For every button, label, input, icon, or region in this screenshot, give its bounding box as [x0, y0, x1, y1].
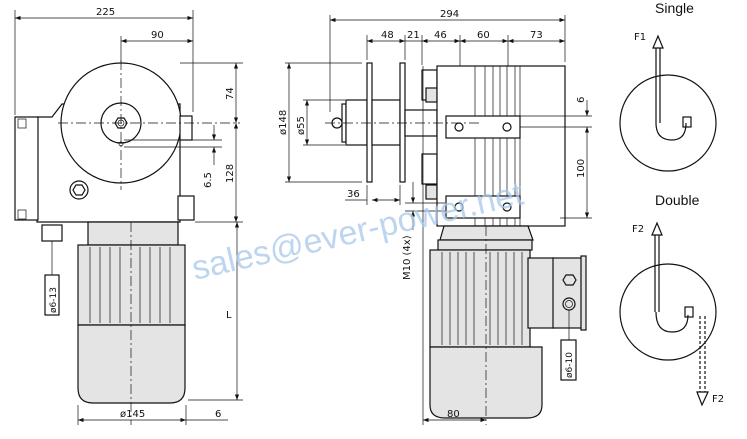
- dim-100: 100: [576, 159, 587, 178]
- dim-74: 74: [225, 87, 236, 100]
- middle-view: 294 48 21 46 60 73: [278, 9, 592, 425]
- single-force: F1: [634, 32, 646, 43]
- dim-294: 294: [440, 9, 459, 20]
- fan-cover: [429, 346, 543, 419]
- motor-body: [77, 244, 186, 326]
- dim-73: 73: [530, 30, 543, 41]
- left-flange: [14, 116, 39, 221]
- dim-60: 60: [477, 30, 490, 41]
- dim-6-top: 6: [576, 97, 587, 103]
- left-view: 225 90 74 128 6.5: [14, 7, 243, 425]
- cable-gland: [41, 224, 63, 242]
- dim-21: 21: [407, 30, 420, 41]
- double-title: Double: [655, 192, 700, 208]
- motor-body: [429, 249, 531, 348]
- arrow-up-icon: [651, 221, 663, 236]
- dim-36: 36: [347, 189, 360, 200]
- dim-L: L: [226, 310, 232, 321]
- hub: [345, 99, 368, 146]
- dim-148: ø148: [278, 110, 289, 135]
- rope-plate-right: [399, 62, 406, 183]
- double-force-top: F2: [632, 224, 644, 235]
- cable-gland-label: ø6-10: [565, 352, 575, 378]
- dim-48: 48: [381, 30, 394, 41]
- dim-128: 128: [225, 164, 236, 183]
- single-title: Single: [655, 0, 694, 16]
- dim-46: 46: [434, 30, 447, 41]
- single-drum: [619, 74, 717, 172]
- arrow-down-icon: [696, 391, 709, 407]
- double-drum: [619, 263, 717, 361]
- dim-55: ø55: [296, 116, 307, 135]
- bolt-spec: M10 (4x): [402, 235, 413, 280]
- right-view: Single F1 Double F2 F2: [619, 0, 724, 407]
- dim-145: ø145: [120, 409, 145, 420]
- cable-gland-label: ø6-13: [49, 287, 59, 313]
- dim-6: 6: [215, 409, 221, 420]
- dim-90: 90: [151, 30, 164, 41]
- dim-225: 225: [96, 7, 115, 18]
- fan-cover: [77, 324, 186, 404]
- dim-6-5: 6.5: [203, 172, 214, 188]
- dim-80: 80: [447, 409, 460, 420]
- rope-plate-left: [366, 62, 373, 183]
- terminal-box: [527, 257, 555, 329]
- arrow-up-icon: [652, 34, 664, 49]
- double-force-bottom: F2: [712, 394, 724, 405]
